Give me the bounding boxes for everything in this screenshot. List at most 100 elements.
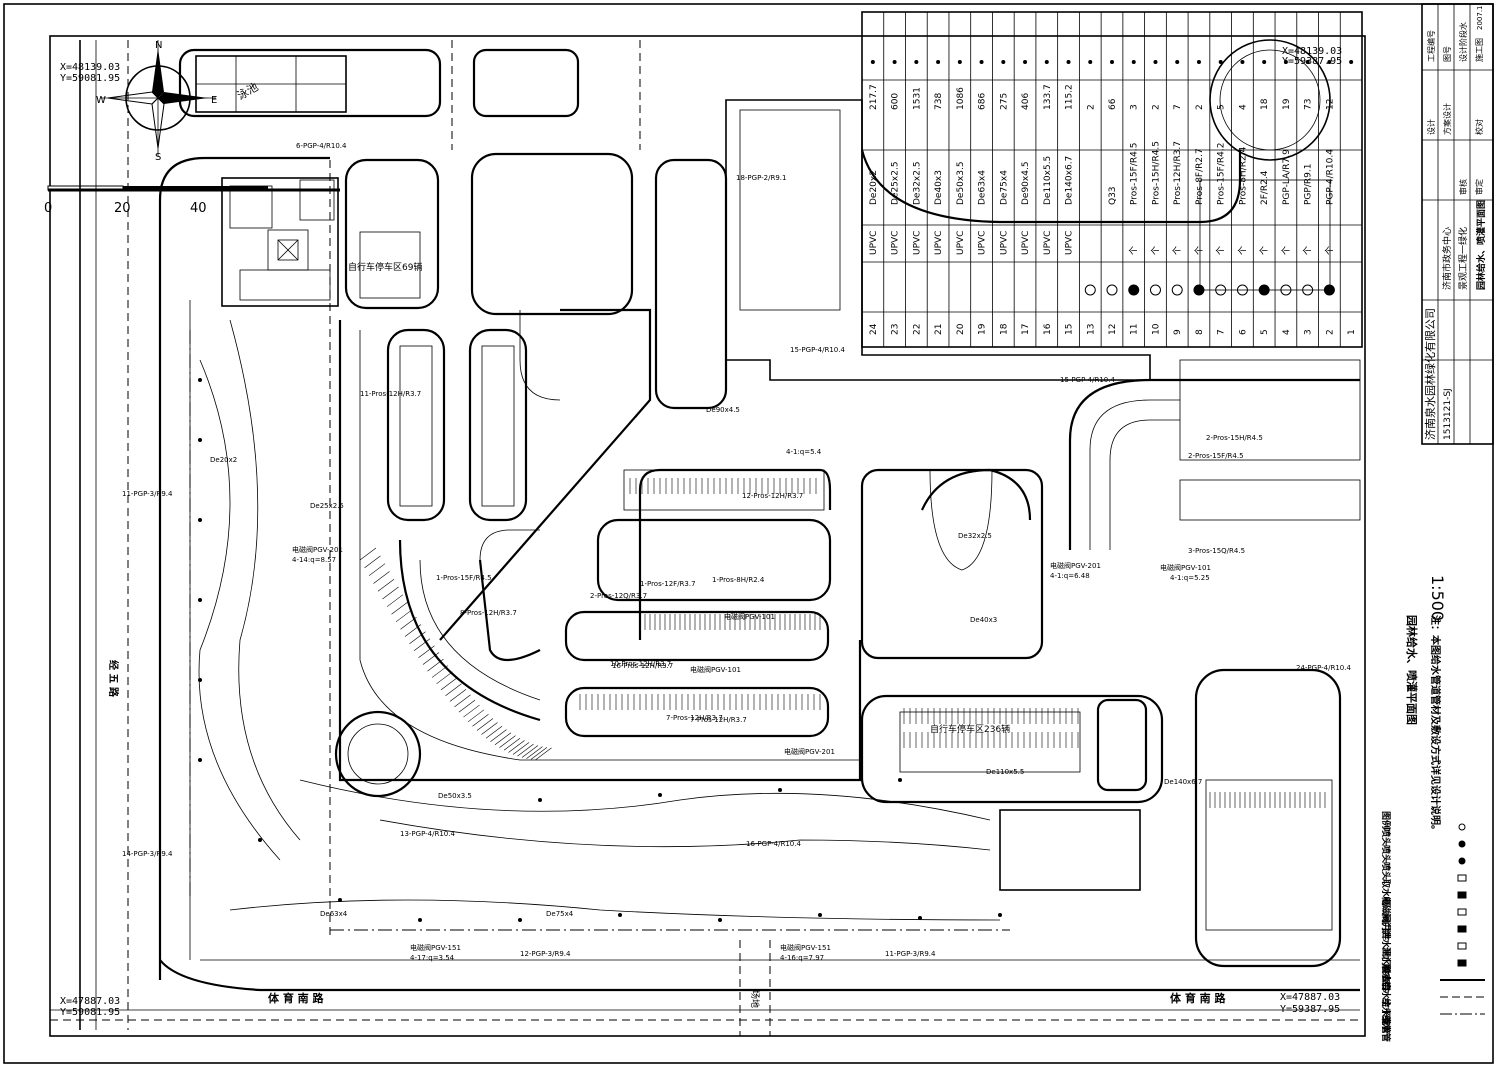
sprinkler-hatch-arc — [359, 547, 377, 561]
title-cell-check: 校对 — [1474, 119, 1484, 135]
sprinkler-hatch-arc — [485, 725, 503, 739]
legend-label-10: 给水主干管 — [1380, 981, 1392, 1026]
sprinkler-hatch-arc — [373, 571, 390, 584]
pipe-table-spec-16: Pros-15F/R4.2 — [1217, 143, 1227, 205]
pipe-table-material-8: UPVC — [1043, 231, 1053, 255]
sprinkler-hatch-arc — [395, 609, 413, 623]
sprinkler-hatch-arc — [422, 652, 440, 665]
pipe-table-no-3: 21 — [934, 324, 944, 335]
title-cell-jobno: 工程编号 — [1426, 30, 1436, 62]
sprinkler-hatch-arc — [368, 563, 386, 576]
legend-symbol-8 — [1457, 942, 1467, 950]
pipe-table-length-9: 115.2 — [1065, 84, 1075, 110]
pipe-table-no-19: 4 — [1282, 329, 1292, 335]
pipe-table-marker-10 — [1088, 60, 1093, 64]
sprinkler-hatch-arc — [418, 645, 435, 658]
bike-bottom-label: 自行车停车区236辆 — [930, 723, 1010, 735]
pipe-table-marker-18 — [1262, 60, 1267, 64]
pipe-table-marker-8 — [1044, 60, 1049, 64]
ann-zone6: 16-PGP-4/R10.4 — [746, 840, 801, 848]
ann-zone11: 11-PGP-3/R9.4 — [885, 950, 936, 958]
coord-tr-y: Y=59387.95 — [1282, 56, 1342, 67]
title-cell-date: 2007.1 — [1476, 6, 1484, 31]
pipe-table-marker-14 — [1175, 60, 1180, 64]
compass-n: N — [155, 40, 162, 51]
pipe-table-material-6: UPVC — [999, 231, 1009, 255]
coord-bl-y: Y=59081.95 — [60, 1007, 120, 1018]
pipe-table-spec-3: De40x3 — [934, 170, 944, 205]
title-sheet-name: 园林给水、喷灌平面图 — [1475, 200, 1487, 290]
ann-zone2: 18-PGP-2/R9.1 — [736, 174, 786, 182]
road-gate: 场地 — [749, 990, 761, 1008]
sprinkler-hatch-arc — [476, 718, 494, 731]
lower-garden-paths — [189, 160, 1010, 940]
ann-pcv6: 电磁阀PGV-201 — [784, 747, 835, 756]
sprinkler-hatch-arc — [440, 677, 458, 691]
pipe-table-material-17: 个 — [1237, 246, 1248, 255]
title-cell-figno: 图号 — [1443, 46, 1452, 62]
pipe-table-length-11: 66 — [1108, 98, 1118, 110]
pipe-table-no-11: 12 — [1108, 324, 1118, 335]
planting-beds-top: 自行车停车区69辆 — [344, 152, 728, 522]
sprinkler-hatch-arc — [364, 555, 381, 569]
pipe-table-material-18: 个 — [1259, 246, 1270, 255]
pipe-table-length-19: 19 — [1282, 98, 1292, 110]
pipe-table-material-19: 个 — [1281, 246, 1292, 255]
sprinkler-hatch-arc — [454, 694, 471, 708]
sprinkler-head-13 — [918, 916, 922, 920]
pipe-table-spec-21: PGP-4/R10.4 — [1325, 149, 1335, 205]
pipe-table-marker-2 — [914, 60, 919, 64]
drawing-frame — [49, 35, 1366, 1037]
pipe-table-spec-19: PGP-LA/R7.9 — [1282, 149, 1292, 205]
outer-border — [3, 3, 1494, 1064]
pipe-table-marker-9 — [1066, 60, 1071, 64]
pipe-table-material-15: 个 — [1194, 246, 1205, 255]
pipe-table-no-7: 17 — [1021, 324, 1031, 335]
pipe-table-no-22: 1 — [1347, 329, 1357, 335]
sprinkler-hatch-arc — [404, 624, 422, 637]
sprinkler-hatch-arc — [490, 729, 507, 742]
sprinkler-hatch-arc — [382, 586, 399, 600]
ann-p8: 8-Pros-12H/R3.7 — [460, 609, 517, 617]
sprinkler-head-6 — [258, 838, 262, 842]
legend-label-4: 取水阀 — [1380, 879, 1392, 906]
ann-p1: 12-Pros-12H/R3.7 — [742, 492, 803, 500]
sprinkler-head-0 — [198, 378, 202, 382]
pipe-table-no-18: 5 — [1260, 329, 1270, 335]
pipe-table-no-2: 22 — [912, 324, 922, 335]
sprinkler-hatch-arc — [503, 737, 521, 751]
pipe-table-marker-7 — [1023, 60, 1028, 64]
pipe-table-material-14: 个 — [1172, 246, 1183, 255]
ann-pcv2: 电磁阀PGV-101 — [1160, 563, 1211, 572]
pipe-table-material-1: UPVC — [891, 231, 901, 255]
ann-p13: 7-Pros-12H/R3.7 — [690, 716, 747, 724]
legend-label-0: 图例 — [1380, 811, 1392, 829]
pipe-table-no-17: 6 — [1238, 329, 1248, 335]
sprinkler-head-10 — [618, 913, 622, 917]
pipe-table-no-6: 18 — [999, 323, 1009, 335]
coord-bl-x: X=47887.03 — [60, 996, 120, 1007]
pipe-table-material-7: UPVC — [1021, 231, 1031, 255]
sprinkler-hatch-arc — [517, 743, 534, 757]
pipe-table-length-12: 3 — [1130, 104, 1140, 110]
ann-p4: 1-Pros-15F/R4.5 — [436, 574, 492, 582]
ann-p6: 10-Pros-12H/R3.7 — [610, 660, 671, 668]
title-subproject: 景观工程一绿化 — [1457, 227, 1469, 290]
pipe-table-length-1: 600 — [891, 93, 901, 110]
ann-p2: 2-Pros-15F/R4.5 — [1188, 452, 1244, 460]
sprinkler-hatch-arc — [445, 683, 462, 697]
ann-zone4: 15-PGP-4/R10.4 — [1060, 376, 1115, 384]
ann-zone10: 12-PGP-3/R9.4 — [520, 950, 571, 958]
ann-p3: 7-Pros-12H/R3.7 — [666, 714, 723, 722]
ann-pcv5: 电磁阀PGV-151 — [780, 943, 831, 952]
pipe-table-marker-11 — [1110, 60, 1114, 64]
sprinkler-hatch-arc — [481, 722, 498, 735]
sprinkler-hatch-arc — [409, 631, 426, 644]
sprinkler-hatch-arc — [377, 579, 395, 592]
sprinkler-head-9 — [518, 918, 522, 922]
sprinkler-hatch-arc — [463, 704, 480, 718]
ann-flow1: 4-14:q=8.57 — [292, 556, 336, 564]
pipe-table-spec-7: De90x4.5 — [1021, 161, 1031, 205]
sprinkler-hatch-arc — [535, 747, 552, 761]
pipe-table-no-10: 13 — [1086, 324, 1096, 335]
